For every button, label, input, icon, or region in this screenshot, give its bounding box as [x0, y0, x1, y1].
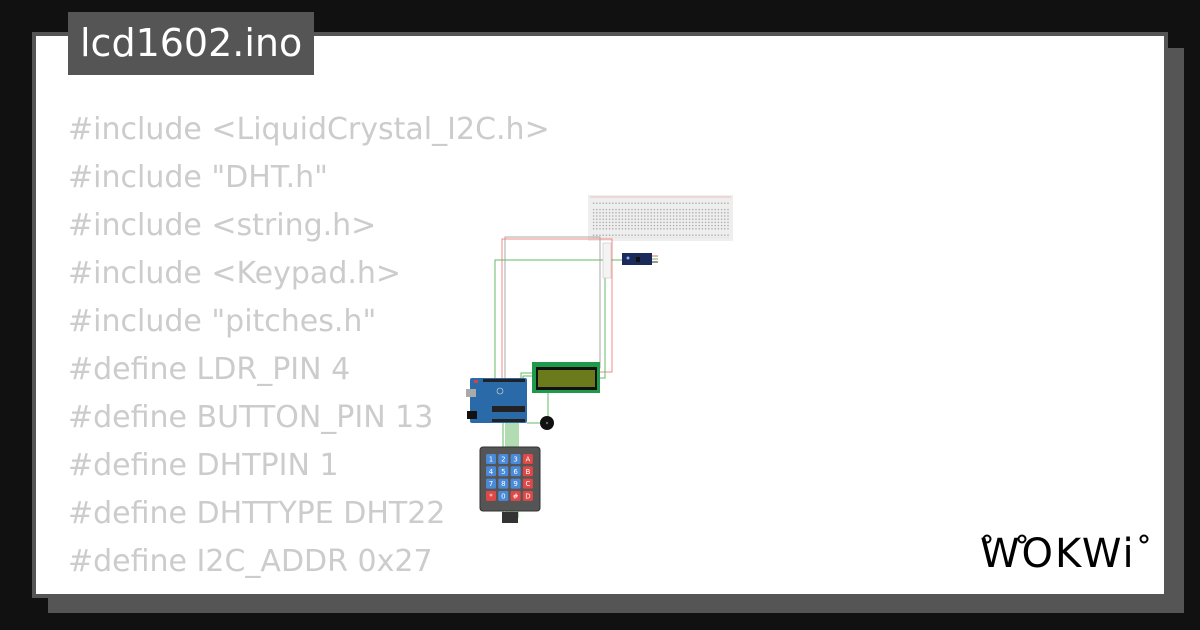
- file-title: lcd1602.ino: [68, 12, 315, 75]
- dht22-sensor: [602, 242, 612, 279]
- keypad-key-label: 3: [513, 456, 517, 464]
- keypad-key-label: 5: [501, 468, 505, 476]
- logo-text: WOKWi: [980, 531, 1136, 575]
- keypad-key-label: 0: [501, 492, 505, 500]
- keypad-key: [522, 478, 533, 489]
- keypad-key: [486, 466, 496, 477]
- keypad-key: [498, 478, 509, 489]
- code-line: #define BUTTON_PIN 13: [68, 400, 434, 435]
- lcd1602-display: [532, 362, 600, 393]
- keypad-key-label: D: [525, 492, 530, 500]
- keypad-key: [498, 490, 509, 501]
- keypad-key: [522, 466, 533, 477]
- arduino-uno: [466, 378, 527, 423]
- code-line: #include <LiquidCrystal_I2C.h>: [68, 112, 550, 147]
- breadboard: [588, 195, 733, 241]
- keypad-key-label: 9: [513, 480, 517, 488]
- wokwi-logo: WOKWi: [980, 531, 1149, 575]
- keypad-key: [510, 478, 521, 489]
- keypad-key: [498, 454, 509, 464]
- keypad-key: [486, 454, 496, 464]
- code-line: #include "pitches.h": [68, 304, 377, 339]
- code-line: #define DHTPIN 1: [68, 448, 339, 483]
- code-line: #include "DHT.h": [68, 160, 328, 195]
- keypad-key: [510, 490, 521, 501]
- buzzer: [540, 416, 554, 430]
- code-line: #define I2C_ADDR 0x27: [68, 544, 433, 579]
- keypad-key: [486, 478, 496, 489]
- keypad-key: [522, 454, 533, 464]
- keypad-key-label: #: [513, 492, 519, 500]
- code-line: #define SPEAKER_PIN 2: [68, 586, 550, 594]
- code-listing: #include <LiquidCrystal_I2C.h> #include …: [68, 106, 550, 594]
- keypad-key-label: C: [525, 480, 530, 488]
- code-line: #include <Keypad.h>: [68, 256, 402, 291]
- keypad-key-label: *: [489, 492, 493, 500]
- keypad-key-label: 4: [489, 468, 494, 476]
- keypad-key-label: B: [525, 468, 530, 476]
- ldr-module: [622, 253, 658, 265]
- keypad-key-label: 1: [489, 456, 493, 464]
- keypad-key-label: 8: [501, 480, 505, 488]
- keypad-key: [498, 466, 509, 477]
- keypad-key-label: 7: [489, 480, 493, 488]
- code-line: #include <string.h>: [68, 208, 377, 243]
- code-line: #define DHTTYPE DHT22: [68, 496, 446, 531]
- keypad-key: [522, 490, 533, 501]
- keypad-key: [510, 466, 521, 477]
- keypad-key: [486, 490, 496, 501]
- keypad-key-label: A: [526, 456, 531, 464]
- keypad-key-label: 6: [513, 468, 518, 476]
- keypad-key-label: 2: [501, 456, 505, 464]
- keypad-key: [510, 454, 521, 464]
- code-line: #define LDR_PIN 4: [68, 352, 351, 387]
